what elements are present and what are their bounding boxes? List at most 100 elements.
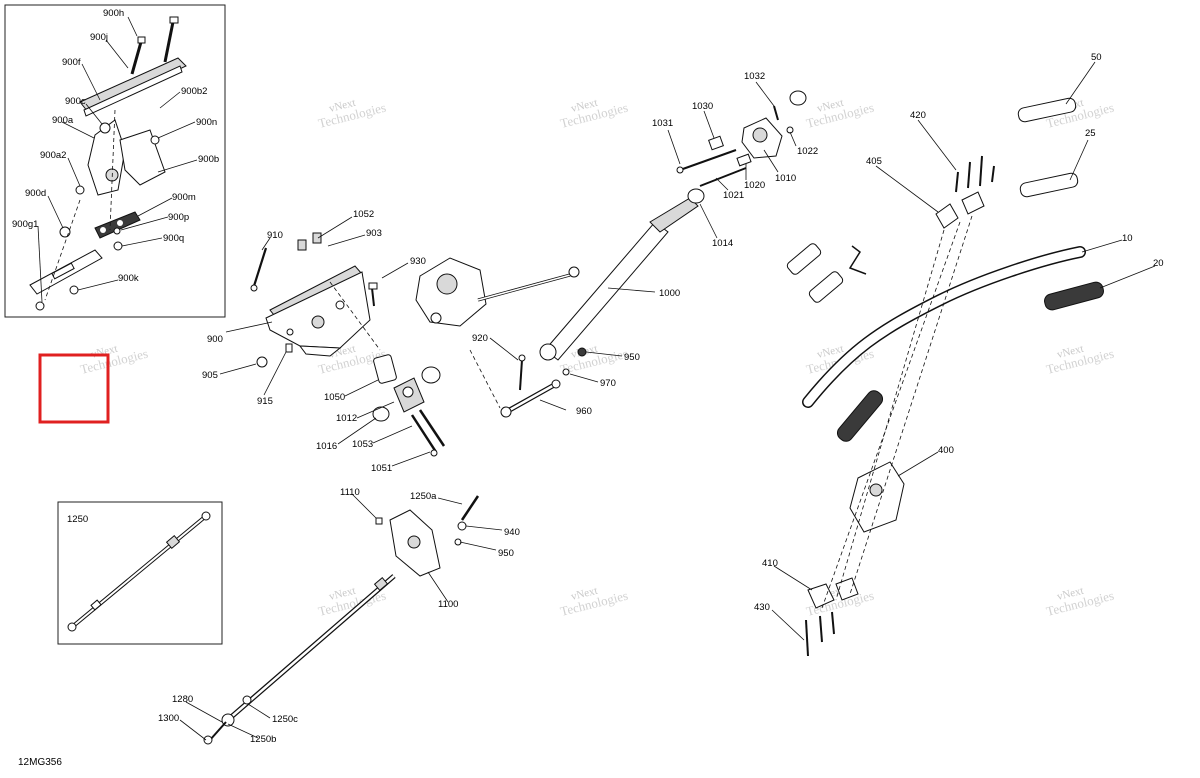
steering-column-1000[interactable] [539, 197, 699, 361]
bushing-upper[interactable] [421, 366, 441, 384]
callout-1012: 1012 [336, 413, 357, 424]
callout-1020: 1020 [744, 180, 765, 191]
pad-25[interactable] [1019, 172, 1079, 198]
nut-900a2[interactable] [75, 185, 85, 195]
grip-left[interactable] [835, 388, 886, 444]
callout-950-lower: 950 [498, 548, 514, 559]
bolts-420[interactable] [955, 155, 995, 193]
bolt-1053[interactable] [410, 409, 446, 457]
figure-code: 12MG356 [18, 757, 62, 768]
bolt-1021[interactable] [699, 167, 747, 187]
bar-900m[interactable] [94, 211, 141, 239]
bushing-1014[interactable] [687, 188, 705, 204]
clamp-1010[interactable] [741, 117, 783, 159]
callout-1030: 1030 [692, 101, 713, 112]
pin-1032[interactable] [773, 105, 779, 121]
callout-420: 420 [910, 110, 926, 121]
bolt-900j[interactable] [130, 36, 146, 75]
tie-rod-upper[interactable] [477, 266, 580, 302]
bolt-900h[interactable] [163, 16, 179, 63]
callout-900q: 900q [163, 233, 184, 244]
housing-930[interactable] [415, 257, 487, 327]
callout-25: 25 [1085, 128, 1096, 139]
tie-rod-1250[interactable] [67, 511, 211, 632]
riser-400[interactable] [849, 461, 905, 533]
callout-1032: 1032 [744, 71, 765, 82]
pad-inserts[interactable] [786, 242, 845, 304]
inset-900: 900h 900j 900f 900c 900b2 900a 900n 900a… [4, 4, 226, 318]
nut-1300[interactable] [203, 735, 213, 745]
nut-950[interactable] [577, 347, 587, 357]
callout-900p: 900p [168, 212, 189, 223]
callout-1010: 1010 [775, 173, 796, 184]
tie-rod-end-1250b[interactable] [209, 713, 235, 741]
callout-1250c: 1250c [272, 714, 298, 725]
callout-900d: 900d [25, 188, 46, 199]
callout-900n: 900n [196, 117, 217, 128]
bolt-1250a[interactable] [460, 495, 480, 521]
callout-900f: 900f [62, 57, 81, 68]
wire-clip[interactable] [848, 245, 867, 275]
callout-930: 930 [410, 256, 426, 267]
bolt-920[interactable] [518, 354, 526, 391]
clamp-assembly-900[interactable] [87, 119, 166, 196]
callout-405: 405 [866, 156, 882, 167]
clip-915[interactable] [285, 343, 293, 353]
bushing-1016[interactable] [372, 406, 390, 422]
bolts-430[interactable] [805, 611, 835, 657]
pad-50[interactable] [1017, 97, 1077, 123]
nut-900q[interactable] [113, 241, 123, 251]
tie-rod-1250-main[interactable] [228, 574, 396, 720]
nut-905[interactable] [256, 356, 268, 368]
sleeve-1030[interactable] [708, 135, 724, 151]
callout-910: 910 [267, 230, 283, 241]
callout-1050: 1050 [324, 392, 345, 403]
bracket-900f[interactable] [79, 57, 187, 113]
nut-940[interactable] [457, 521, 467, 531]
bolt-930[interactable] [368, 282, 378, 307]
callout-labels: 910 1052 903 930 900 905 915 1050 1012 1… [158, 52, 1164, 745]
link-960[interactable] [500, 379, 561, 418]
callout-1053: 1053 [352, 439, 373, 450]
callout-900a: 900a [52, 115, 74, 126]
bolt-1031[interactable] [676, 149, 737, 174]
washer-900d[interactable] [59, 226, 71, 238]
callout-1022: 1022 [797, 146, 818, 157]
bolt-1110[interactable] [375, 517, 383, 525]
callout-1051: 1051 [371, 463, 392, 474]
nut-900g1[interactable] [35, 301, 45, 311]
nut-1250c[interactable] [242, 695, 252, 705]
clamp-assembly-main[interactable] [265, 265, 371, 357]
grip-20[interactable] [1043, 281, 1105, 312]
selection-highlight-box [38, 353, 110, 424]
clamp-410[interactable] [807, 577, 859, 609]
callout-900h: 900h [103, 8, 124, 19]
callout-960: 960 [576, 406, 592, 417]
callout-430: 430 [754, 602, 770, 613]
callout-900k: 900k [118, 273, 139, 284]
spacer-1050[interactable] [373, 354, 397, 384]
bracket-1100[interactable] [389, 509, 441, 577]
callout-900m: 900m [172, 192, 196, 203]
callout-920: 920 [472, 333, 488, 344]
sleeve-1020[interactable] [736, 153, 752, 167]
callout-1280: 1280 [172, 694, 193, 705]
ring-1032[interactable] [789, 90, 807, 106]
callout-1016: 1016 [316, 441, 337, 452]
leader-lines [179, 61, 1156, 741]
nut-970[interactable] [562, 368, 570, 376]
clamp-405[interactable] [935, 191, 985, 229]
handlebar-10[interactable] [802, 246, 1086, 408]
callout-905: 905 [202, 370, 218, 381]
block-1012[interactable] [393, 377, 425, 413]
bolt-1052[interactable] [297, 232, 322, 251]
nut-900k-small[interactable] [69, 285, 79, 295]
callout-1250a: 1250a [410, 491, 437, 502]
callout-900a2: 900a2 [40, 150, 66, 161]
callout-50: 50 [1091, 52, 1102, 63]
nut-900p[interactable] [113, 227, 121, 235]
bolt-910[interactable] [250, 247, 268, 292]
callout-970: 970 [600, 378, 616, 389]
